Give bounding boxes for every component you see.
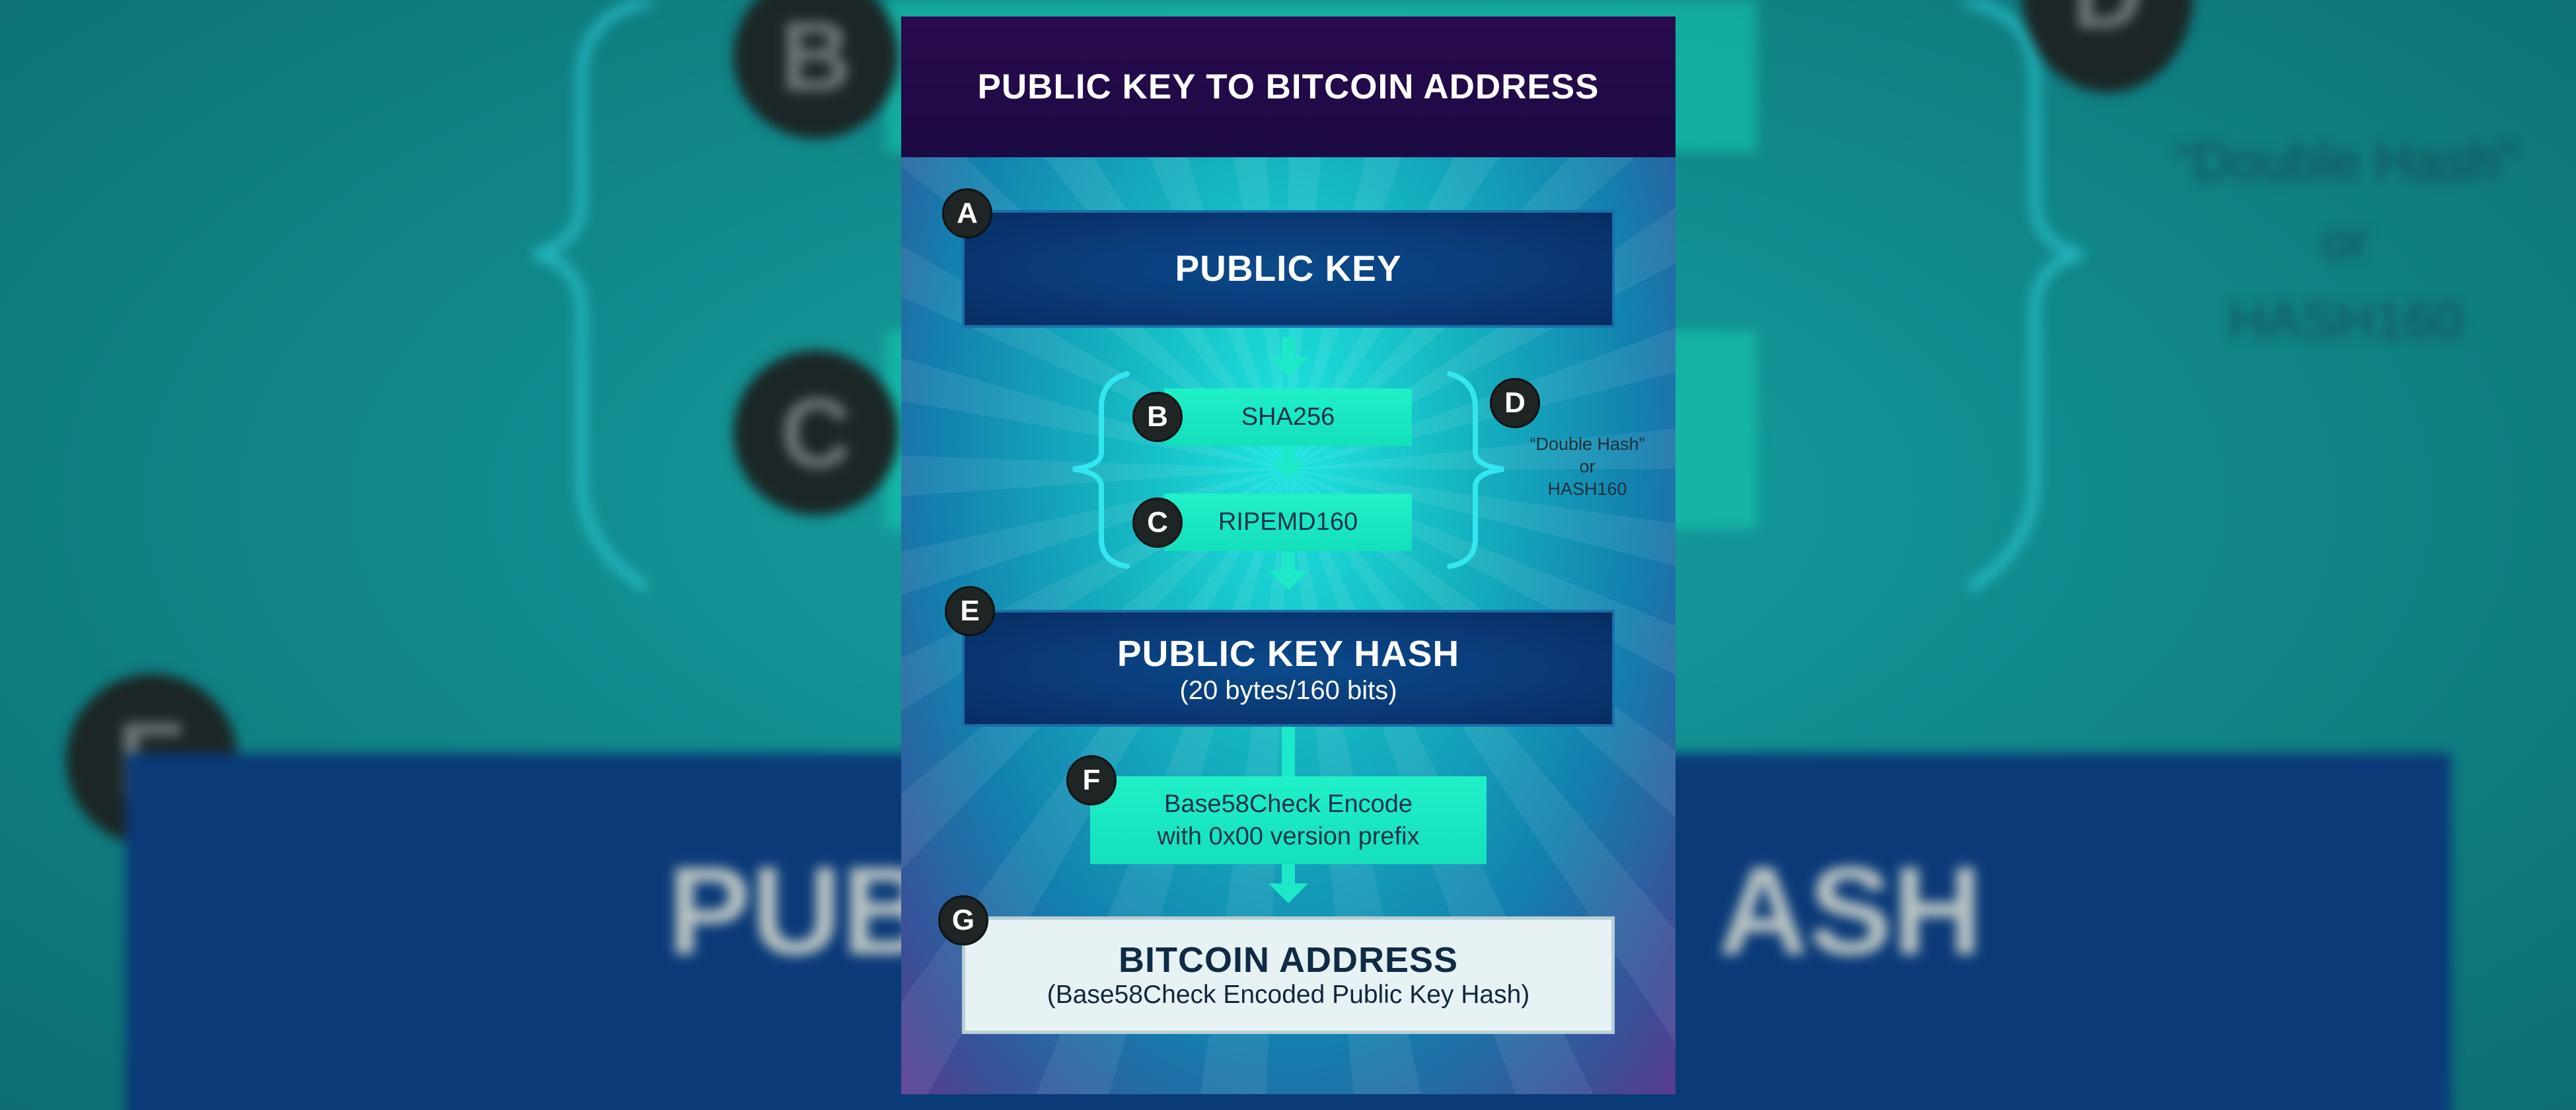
badge-b: B — [1132, 392, 1183, 442]
sha256-label: SHA256 — [1241, 403, 1335, 431]
arrow-a-to-b — [1269, 337, 1308, 377]
background-ghost-text-left: PUB — [667, 841, 933, 981]
bitcoin-address-box: BITCOIN ADDRESS (Base58Check Encoded Pub… — [962, 916, 1615, 1034]
diagram-card: PUBLIC KEY TO BITCOIN ADDRESS — [901, 17, 1675, 1094]
arrow-c-to-e — [1269, 552, 1308, 590]
background-badge-c: C — [733, 350, 899, 515]
arrow-b-to-c — [1270, 446, 1307, 479]
diagram-header: PUBLIC KEY TO BITCOIN ADDRESS — [901, 17, 1675, 157]
double-hash-note-line3: HASH160 — [1547, 479, 1627, 499]
background-brace-left — [534, 0, 655, 593]
double-hash-note: “Double Hash” or HASH160 — [1520, 433, 1655, 500]
badge-e: E — [945, 586, 995, 636]
background-ghost-text-right: ASH — [1718, 841, 1983, 981]
arrow-f-to-g — [1269, 864, 1308, 903]
sha256-box: SHA256 — [1164, 388, 1412, 446]
base58check-encode-box: Base58Check Encode with 0x00 version pre… — [1090, 776, 1487, 864]
bitcoin-address-subtitle: (Base58Check Encoded Public Key Hash) — [1047, 980, 1530, 1009]
background-badge-d: D — [2022, 0, 2193, 92]
public-key-hash-subtitle: (20 bytes/160 bits) — [1179, 676, 1397, 705]
connectors — [1072, 337, 1504, 903]
ripemd160-box: RIPEMD160 — [1164, 494, 1412, 551]
badge-f: F — [1066, 755, 1117, 805]
public-key-box: PUBLIC KEY — [962, 210, 1615, 328]
badge-a: A — [942, 188, 992, 239]
public-key-hash-title: PUBLIC KEY HASH — [1117, 633, 1460, 674]
background-badge-b: B — [733, 0, 899, 139]
ripemd160-label: RIPEMD160 — [1218, 508, 1358, 536]
double-hash-note-line1: “Double Hash” — [1529, 434, 1645, 454]
badge-g: G — [938, 895, 988, 945]
background-brace-right — [1961, 0, 2082, 593]
diagram-title: PUBLIC KEY TO BITCOIN ADDRESS — [977, 67, 1600, 106]
bitcoin-address-title: BITCOIN ADDRESS — [1118, 940, 1459, 980]
public-key-hash-box: PUBLIC KEY HASH (20 bytes/160 bits) — [962, 610, 1615, 727]
badge-c: C — [1132, 498, 1183, 548]
double-hash-note-line2: or — [1579, 457, 1596, 476]
public-key-title: PUBLIC KEY — [1175, 248, 1402, 289]
brace-right — [1447, 371, 1504, 569]
connector-e-to-f — [1282, 727, 1295, 776]
badge-d: D — [1490, 378, 1540, 428]
base58check-encode-line1: Base58Check Encode — [1163, 790, 1413, 818]
brace-left — [1072, 371, 1130, 569]
base58check-encode-line2: with 0x00 version prefix — [1157, 822, 1420, 850]
